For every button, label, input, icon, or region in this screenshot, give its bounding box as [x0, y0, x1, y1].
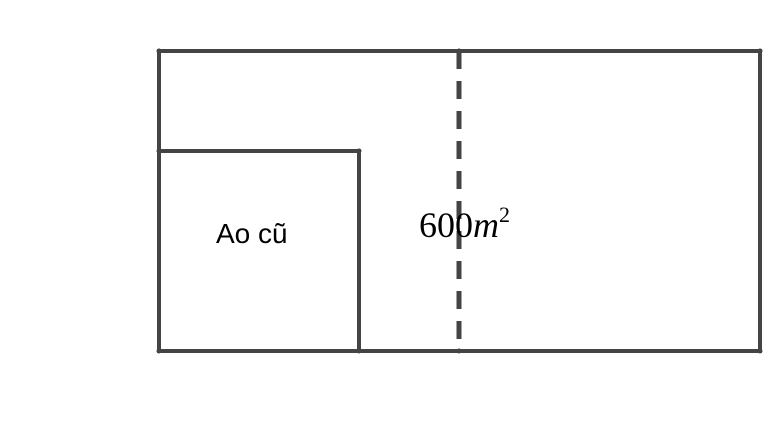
- vertex-point: [456, 348, 462, 354]
- vertex-point: [456, 48, 462, 54]
- vertex-points: [156, 48, 763, 354]
- area-value: 600: [419, 205, 473, 245]
- vertex-point: [757, 48, 763, 54]
- vertex-point: [156, 348, 162, 354]
- vertex-point: [356, 148, 362, 154]
- area-exponent: 2: [499, 202, 510, 227]
- area-unit: m: [473, 205, 499, 245]
- old-pond-square: [157, 149, 361, 353]
- vertex-point: [156, 48, 162, 54]
- area-label: 600m2: [419, 202, 510, 245]
- old-pond-label: Ao cũ: [216, 218, 288, 249]
- vertex-point: [356, 348, 362, 354]
- vertex-point: [156, 148, 162, 154]
- vertex-point: [757, 348, 763, 354]
